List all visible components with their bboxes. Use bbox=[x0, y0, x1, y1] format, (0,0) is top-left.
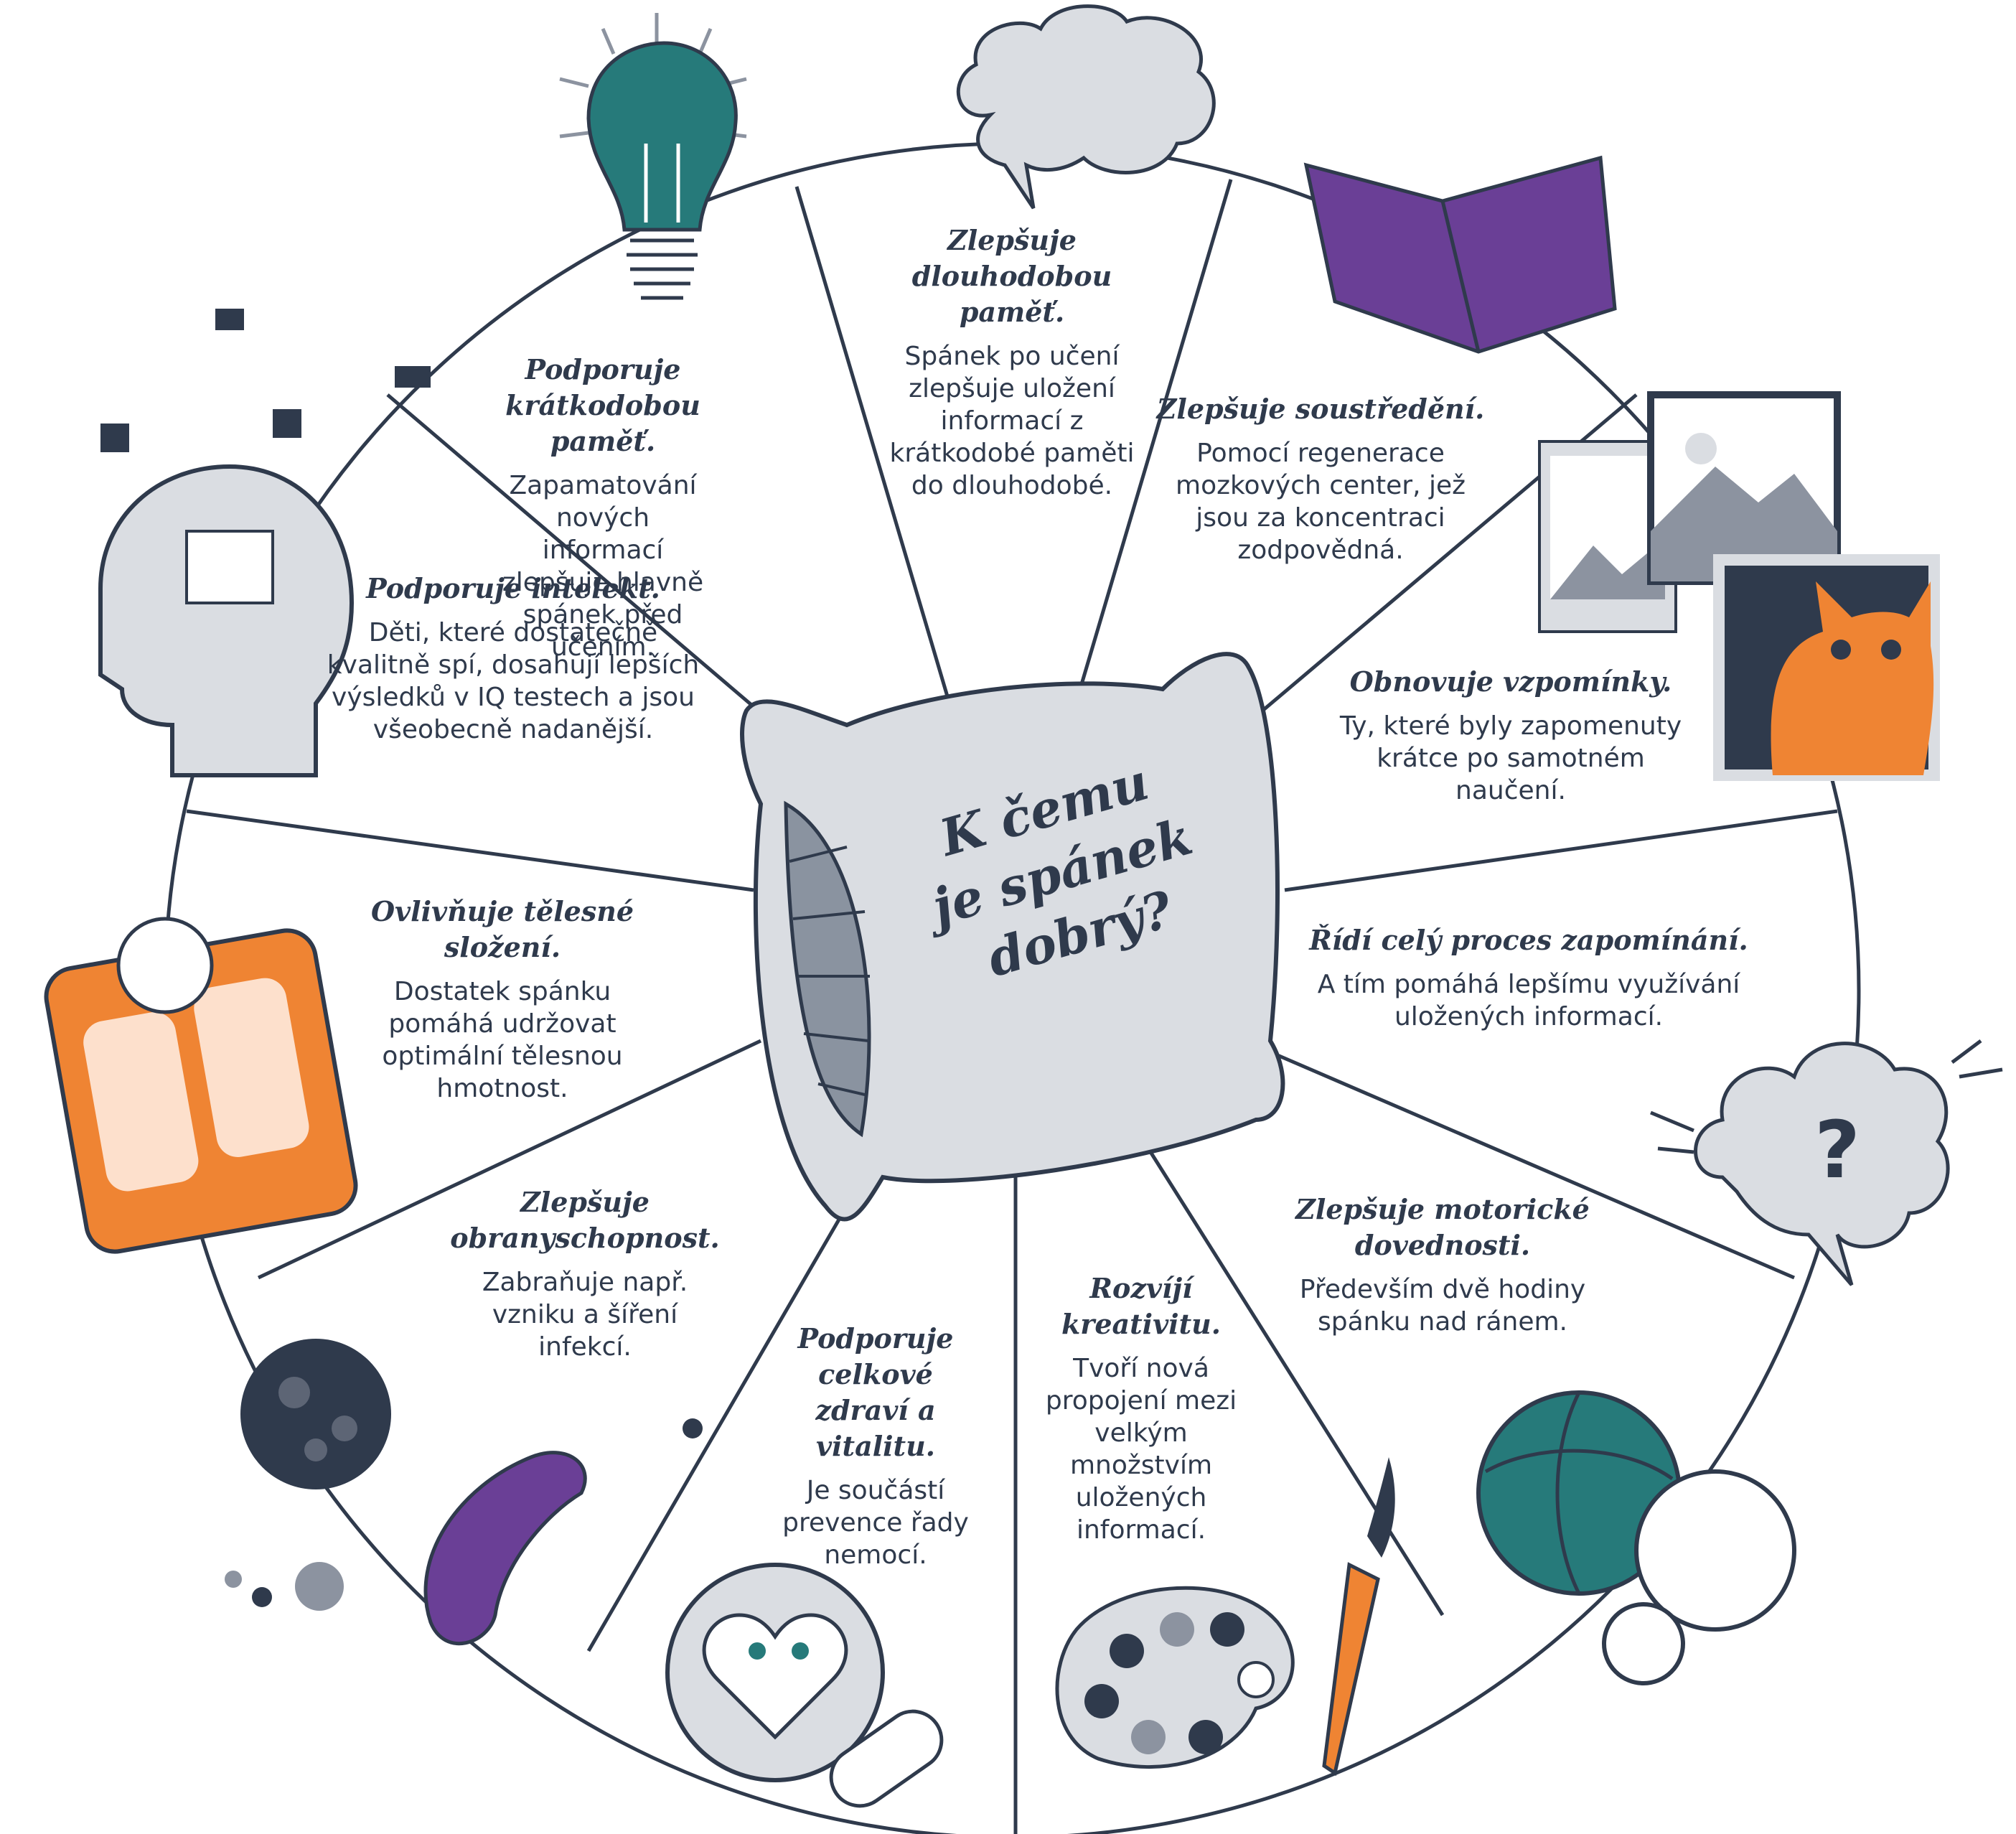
segment-creativity: Rozvíjí kreativitu. Tvoří nová propojení… bbox=[1033, 1271, 1249, 1546]
scale-icon bbox=[44, 917, 358, 1254]
segment-desc: Dostatek spánku pomáhá udržovat optimáln… bbox=[382, 977, 623, 1103]
segment-forgetting: Řídí celý proces zapomínání. A tím pomáh… bbox=[1306, 922, 1751, 1033]
svg-text:?: ? bbox=[1814, 1104, 1860, 1196]
lightbulb-icon bbox=[559, 13, 747, 300]
photos-icon bbox=[1538, 391, 1841, 633]
segment-desc: A tím pomáhá lepšímu využívání uložených… bbox=[1317, 970, 1740, 1031]
segment-desc: Především dvě hodiny spánku nad ránem. bbox=[1299, 1275, 1586, 1337]
segment-title: Řídí celý proces zapomínání. bbox=[1309, 924, 1748, 956]
segment-title: Podporuje celkové zdraví a vitalitu. bbox=[797, 1322, 954, 1462]
segment-desc: Spánek po učení zlepšuje uložení informa… bbox=[889, 342, 1135, 500]
brain-cloud-icon bbox=[956, 4, 1216, 210]
brush-icon bbox=[1322, 1457, 1395, 1777]
pill-icon bbox=[829, 1709, 944, 1808]
cat-photo-icon bbox=[1713, 554, 1940, 781]
segment-title: Zlepšuje motorické dovednosti. bbox=[1295, 1193, 1590, 1261]
segment-desc: Zapamatování nových informací zlepšuje h… bbox=[502, 471, 704, 662]
segment-concentration: Zlepšuje soustředění. Pomocí regenerace … bbox=[1148, 391, 1493, 566]
virus-icon bbox=[225, 1339, 391, 1611]
segment-title: Ovlivňuje tělesné složení. bbox=[370, 895, 634, 963]
segment-title: Podporuje krátkodobou paměť. bbox=[505, 353, 700, 457]
segment-desc: Pomocí regenerace mozkových center, jež … bbox=[1176, 439, 1466, 565]
segment-title: Zlepšuje obranyschopnost. bbox=[450, 1186, 720, 1254]
heart-face-icon bbox=[665, 1563, 885, 1782]
pillow-icon bbox=[740, 652, 1285, 1222]
bacteria-icon bbox=[423, 1451, 587, 1645]
segment-title: Zlepšuje soustředění. bbox=[1156, 393, 1485, 425]
segment-intellect: Podporuje intelekt. Děti, které dostateč… bbox=[323, 571, 703, 746]
segment-desc: Zabraňuje např. vzniku a šíření infekcí. bbox=[482, 1268, 688, 1362]
question-cloud-icon: ? bbox=[1650, 1039, 2003, 1286]
segment-body-composition: Ovlivňuje tělesné složení. Dostatek spán… bbox=[359, 894, 646, 1105]
segment-title: Podporuje intelekt. bbox=[366, 572, 660, 604]
segment-desc: Je součástí prevence řady nemocí. bbox=[782, 1476, 969, 1570]
segment-desc: Děti, které dostatečně kvalitně spí, dos… bbox=[327, 618, 700, 744]
balls-icon bbox=[1476, 1390, 1796, 1685]
segment-short-term-memory: Podporuje krátkodobou paměť. Zapamatován… bbox=[495, 352, 711, 663]
segment-immunity: Zlepšuje obranyschopnost. Zabraňuje např… bbox=[445, 1184, 725, 1363]
segment-desc: Tvoří nová propojení mezi velkým množstv… bbox=[1045, 1354, 1237, 1545]
book-icon bbox=[1303, 155, 1617, 354]
segment-long-term-memory: Zlepšuje dlouhodobou paměť. Spánek po uč… bbox=[883, 223, 1141, 502]
segment-motor-skills: Zlepšuje motorické dovednosti. Především… bbox=[1277, 1192, 1608, 1338]
segment-desc: Ty, které byly zapomenuty krátce po samo… bbox=[1339, 711, 1682, 805]
segment-memories: Obnovuje vzpomínky. Ty, které byly zapom… bbox=[1335, 664, 1687, 807]
palette-icon bbox=[1055, 1586, 1295, 1769]
segment-health: Podporuje celkové zdraví a vitalitu. Je … bbox=[768, 1321, 983, 1571]
segment-title: Rozvíjí kreativitu. bbox=[1061, 1272, 1222, 1340]
head-puzzle-icon bbox=[98, 309, 431, 777]
segment-title: Zlepšuje dlouhodobou paměť. bbox=[911, 224, 1112, 328]
segment-title: Obnovuje vzpomínky. bbox=[1349, 665, 1672, 698]
